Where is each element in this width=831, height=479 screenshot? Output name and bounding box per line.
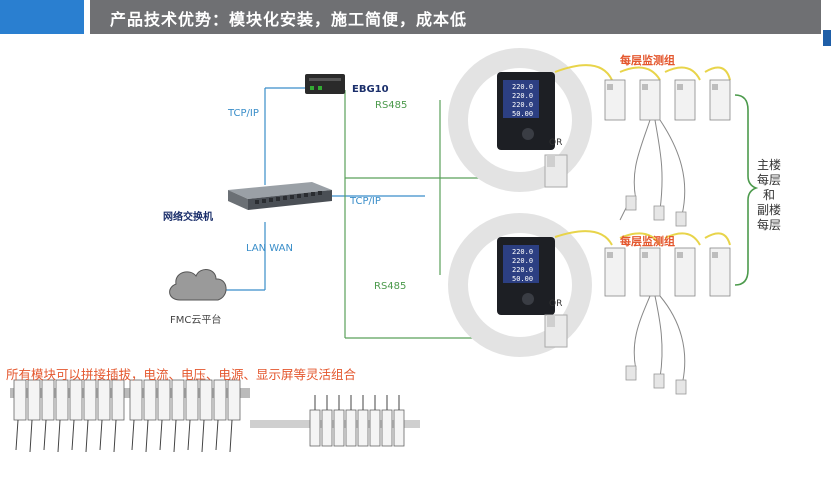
floors-label: 主楼 每层 和 副楼 每层 xyxy=(757,158,782,232)
bus-lines xyxy=(554,64,731,246)
or-label-bottom: OR xyxy=(549,299,563,309)
switch-label: 网络交换机 xyxy=(163,212,213,223)
bottom-reading-1: 220.0 xyxy=(512,248,533,256)
group-label-top: 每层监测组 xyxy=(620,54,675,67)
gateway-device xyxy=(305,74,345,94)
rs485-links xyxy=(344,90,495,339)
header-accent-block xyxy=(0,0,84,34)
cloud-icon xyxy=(169,269,227,301)
din-rail-right xyxy=(250,395,420,447)
network-switch xyxy=(228,182,332,210)
tcpip-label-left: TCP/IP xyxy=(228,108,259,119)
or-label-top: OR xyxy=(549,138,563,148)
group-label-bottom: 每层监测组 xyxy=(620,235,675,248)
top-meter-readings: 220.0 220.0 220.0 50.00 xyxy=(512,83,533,118)
gateway-label: EBG10 xyxy=(352,84,389,95)
bottom-sensor-cables xyxy=(633,295,686,386)
bottom-reading-4: 50.00 xyxy=(512,275,533,283)
bottom-module-row xyxy=(604,247,731,297)
top-reading-1: 220.0 xyxy=(512,83,533,91)
bottom-meter-readings: 220.0 220.0 220.0 50.00 xyxy=(512,248,533,283)
din-rail-left xyxy=(10,379,250,453)
top-reading-2: 220.0 xyxy=(512,92,533,100)
top-module-row xyxy=(604,79,731,121)
top-module-terminals xyxy=(607,84,718,90)
rs485-label-top: RS485 xyxy=(375,100,408,111)
bottom-meter-unit xyxy=(448,213,592,357)
floor-bracket xyxy=(734,94,759,286)
top-meter-unit xyxy=(448,48,592,192)
bottom-reading-2: 220.0 xyxy=(512,257,533,265)
tcpip-label-mid: TCP/IP xyxy=(350,196,381,207)
header-right-accent xyxy=(823,30,831,46)
top-sensor-cables xyxy=(619,119,686,221)
bottom-reading-3: 220.0 xyxy=(512,266,533,274)
rs485-label-bottom: RS485 xyxy=(374,281,407,292)
header-bar xyxy=(90,0,821,34)
cloud-label: FMC云平台 xyxy=(170,315,222,326)
top-reading-4: 50.00 xyxy=(512,110,533,118)
top-ct-sensors xyxy=(625,195,687,227)
page-title: 产品技术优势：模块化安装，施工简便，成本低 xyxy=(110,10,468,29)
lan-wan-label: LAN WAN xyxy=(246,243,293,254)
bottom-caption: 所有模块可以拼接插拔，电流、电压、电源、显示屏等灵活组合 xyxy=(6,367,357,382)
bottom-module-terminals xyxy=(607,252,718,258)
top-reading-3: 220.0 xyxy=(512,101,533,109)
tcpip-links xyxy=(222,87,425,291)
bottom-ct-sensors xyxy=(625,365,687,395)
